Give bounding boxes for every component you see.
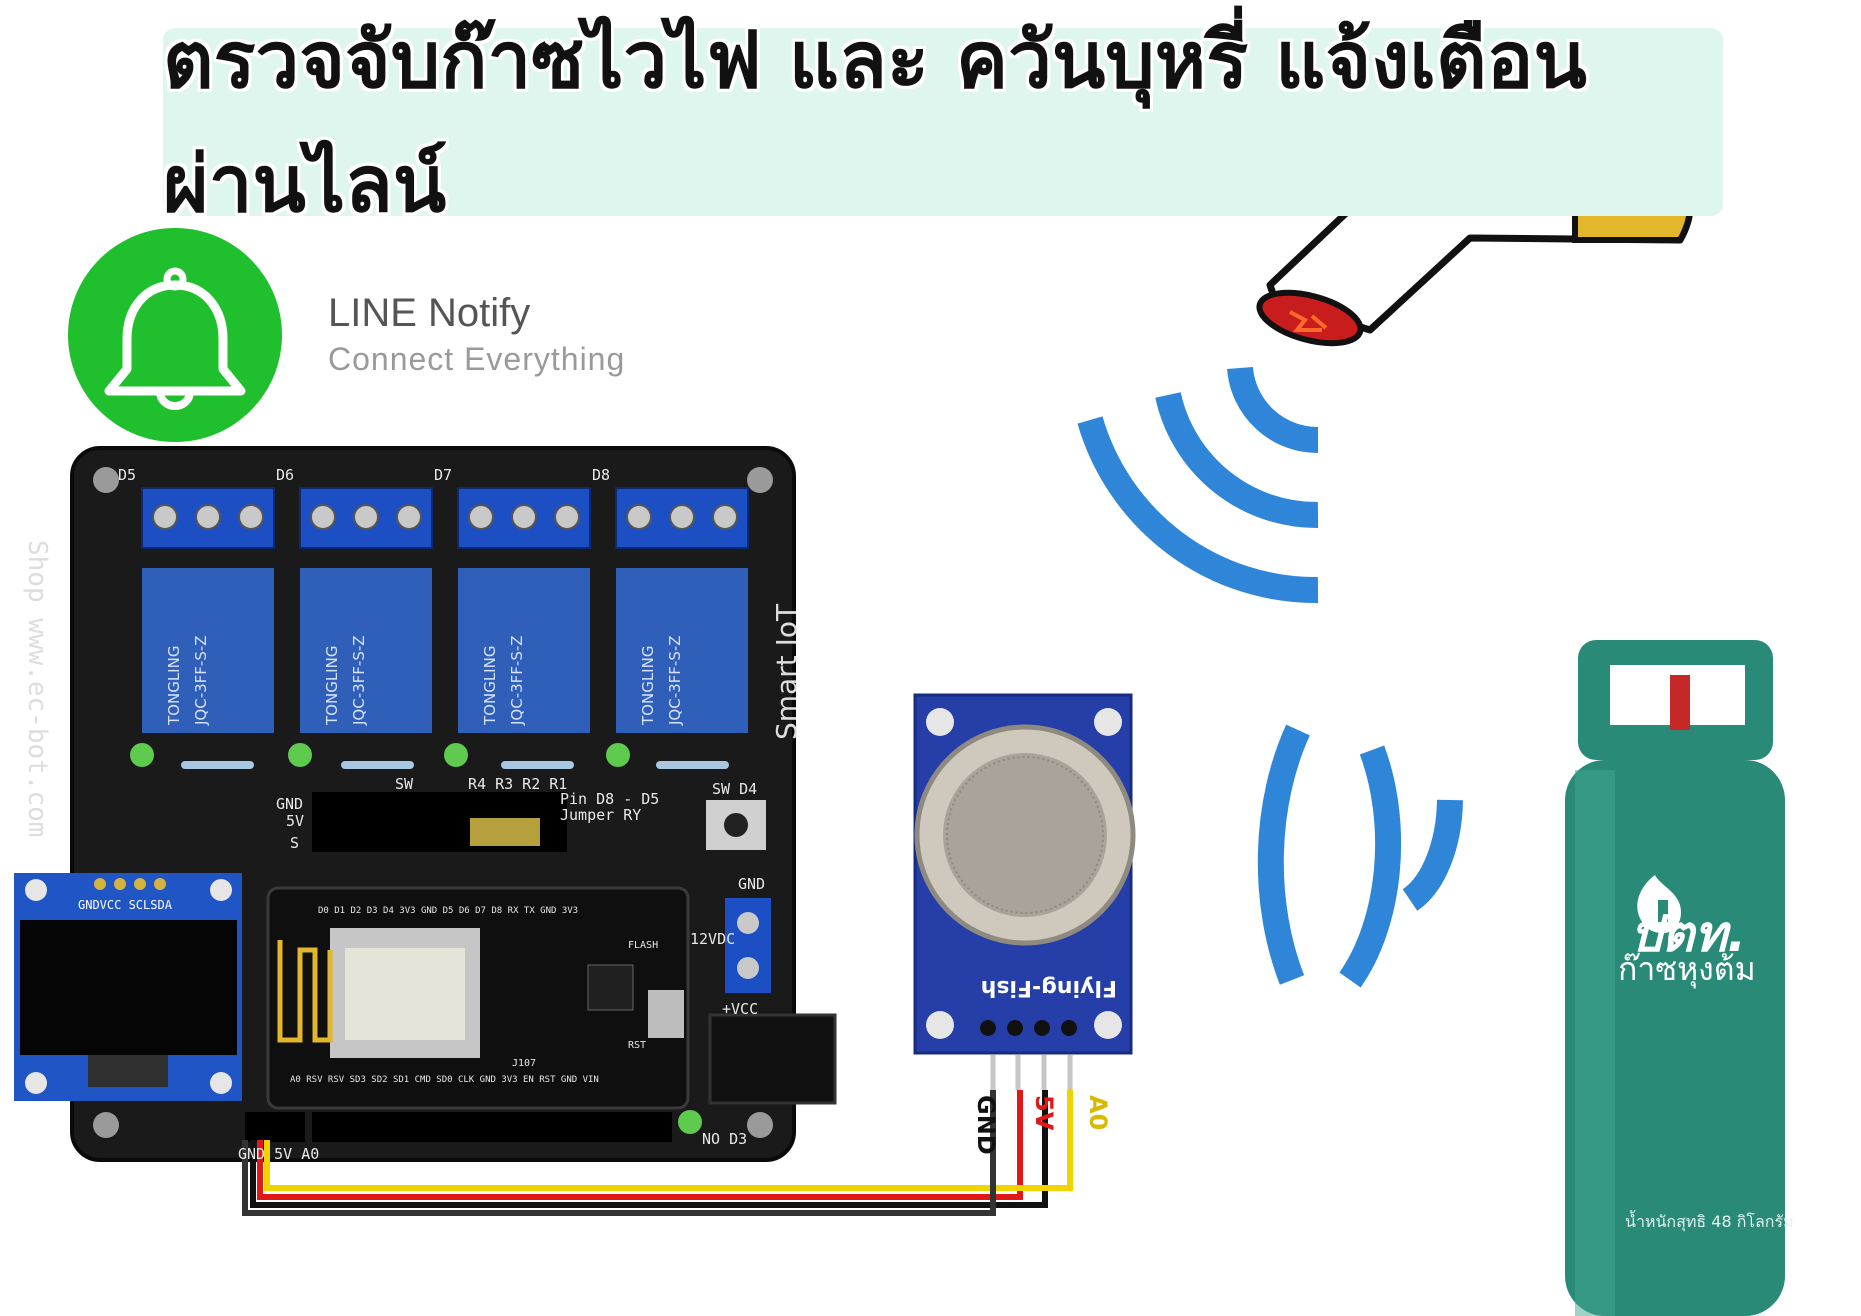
switch-d4-label: SW D4 <box>712 780 758 798</box>
relay-text-1: TONGLING <box>165 645 183 725</box>
mcu-j107-label: J107 <box>512 1058 537 1069</box>
sensor-brand-label: Flying-Fish <box>980 975 1117 1000</box>
relay-model-3: JQC-3FF-S-Z <box>508 635 526 725</box>
wire-label-gnd: GND <box>972 1095 1000 1155</box>
vdc-label: 12VDC <box>690 930 736 948</box>
pin-sw: SW <box>395 775 414 793</box>
pin-resistors: R4 R3 R2 R1 <box>468 775 568 793</box>
oled-pin-label: GNDVCC SCLSDA <box>78 898 172 912</box>
relay-text-3: TONGLING <box>481 645 499 725</box>
relay-text-2: TONGLING <box>323 645 341 725</box>
gnd-terminal-label: GND <box>738 875 766 893</box>
oled-display <box>14 873 242 1101</box>
no-d3-label: NO D3 <box>702 1130 748 1148</box>
pin-s: S <box>290 834 300 852</box>
relay-model-4: JQC-3FF-S-Z <box>666 635 684 725</box>
wire-label-a0: A0 <box>1084 1095 1112 1131</box>
relay-header-d7: D7 <box>434 466 453 484</box>
board-brand-left: Shop www.ec-bot.com <box>22 540 52 838</box>
relay-board <box>70 446 837 1162</box>
relay-header-d5: D5 <box>118 466 137 484</box>
relay-header-d6: D6 <box>276 466 295 484</box>
mcu-rst-label: RST <box>628 1040 647 1051</box>
tank-brand: ปตท. <box>1630 905 1747 963</box>
line-notify-subtitle: Connect Everything <box>328 341 626 377</box>
gas-tank <box>1565 640 1785 1316</box>
page-title: ตรวจจับก๊าซไวไฟ และ ควันบุหรี่ แจ้งเตือน… <box>163 16 1587 230</box>
wire-label-5v: 5V <box>1030 1095 1058 1131</box>
pin-row-label: GND 5V A0 <box>238 1145 320 1163</box>
board-brand-right: Smart IoT <box>770 603 803 740</box>
mcu-flash-label: FLASH <box>628 940 659 951</box>
mcu-top-pins: D0 D1 D2 D3 D4 3V3 GND D5 D6 D7 D8 RX TX… <box>318 906 579 916</box>
relay-text-4: TONGLING <box>639 645 657 725</box>
line-notify-bell-icon <box>68 228 282 442</box>
vcc-label: +VCC <box>722 1000 759 1018</box>
relay-header-d8: D8 <box>592 466 611 484</box>
line-notify-title: LINE Notify <box>328 291 531 335</box>
mcu-bottom-pins: A0 RSV RSV SD3 SD2 SD1 CMD SD0 CLK GND 3… <box>290 1075 599 1085</box>
gas-sensor-module <box>913 693 1136 1090</box>
pin-5v: 5V <box>286 812 305 830</box>
tank-weight: น้ำหนักสุทธิ 48 กิโลกรัม <box>1625 1212 1794 1231</box>
smoke-signal-icon <box>1077 366 1319 604</box>
relay-model-2: JQC-3FF-S-Z <box>350 635 368 725</box>
wire-harness <box>242 1090 1073 1216</box>
pin-range: Pin D8 - D5 <box>560 790 660 808</box>
relay-model-1: JQC-3FF-S-Z <box>192 635 210 725</box>
title-banner: ตรวจจับก๊าซไวไฟ และ ควันบุหรี่ แจ้งเตือน… <box>163 16 1723 230</box>
gas-signal-icon <box>1257 724 1463 988</box>
jumper-label: Jumper RY <box>560 806 642 824</box>
tank-subtitle: ก๊าซหุงต้ม <box>1618 950 1756 988</box>
pin-gnd: GND <box>276 795 304 813</box>
